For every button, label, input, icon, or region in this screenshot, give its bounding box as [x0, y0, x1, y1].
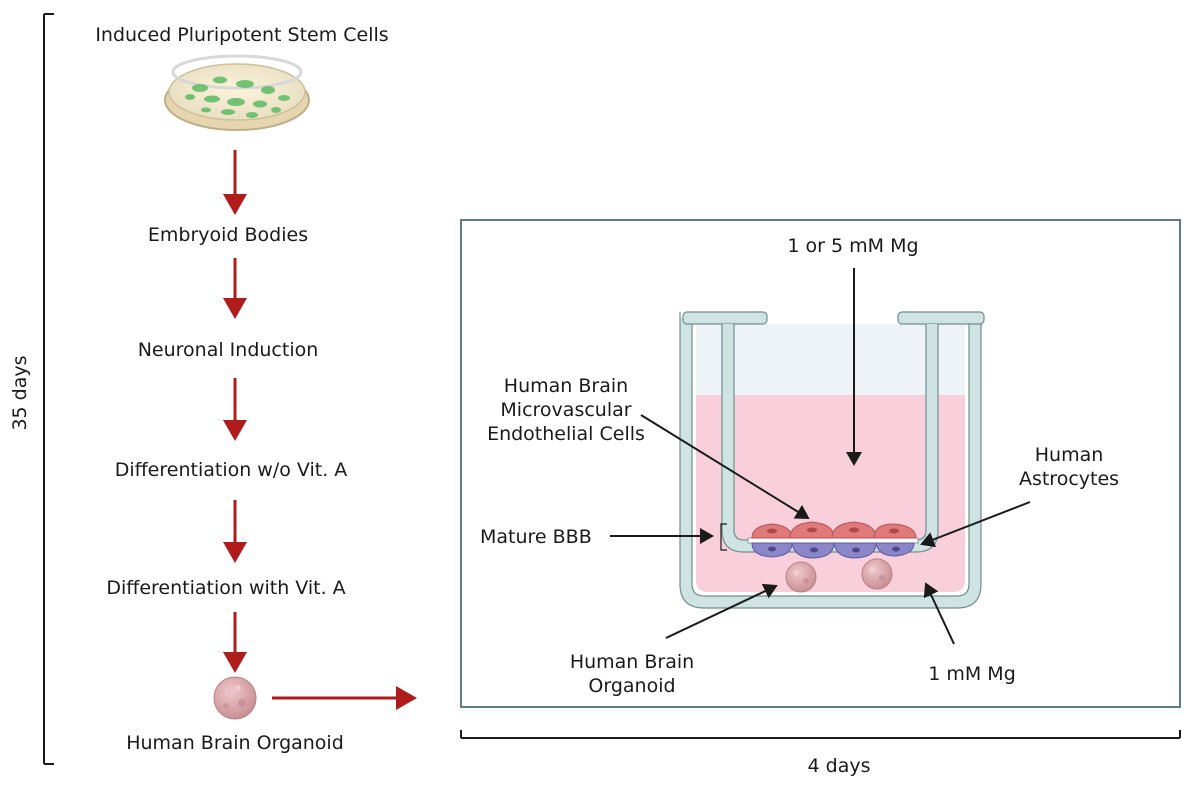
bottom-timeline-bracket [460, 730, 1181, 739]
step-label-neuronal-induction: Neuronal Induction [137, 339, 319, 361]
timeline-left-label: 35 days [9, 355, 31, 431]
label-top-media: 1 or 5 mM Mg [787, 235, 919, 257]
step-label-diff-without-vita: Differentiation w/o Vit. A [114, 459, 348, 481]
timeline-bottom-label: 4 days [807, 755, 871, 777]
arrow-astrocytes [920, 501, 1031, 548]
step-label-diff-with-vita: Differentiation with Vit. A [106, 577, 346, 599]
left-timeline-bracket [43, 13, 54, 765]
step-label-organoid: Human Brain Organoid [126, 732, 344, 754]
organoid-icon [213, 676, 257, 720]
well-organoid-icons [785, 558, 893, 593]
step-label-ipsc: Induced Pluripotent Stem Cells [95, 24, 389, 46]
process-arrows [223, 150, 417, 710]
bbb-membrane [747, 521, 919, 559]
arrow-bottom-media [923, 582, 955, 645]
label-human-brain-organoid: Human Brain Organoid [569, 651, 695, 697]
step-label-embryoid-bodies: Embryoid Bodies [147, 224, 309, 246]
label-mature-bbb: Mature BBB [480, 526, 592, 548]
arrow-organoid [665, 583, 778, 639]
label-astrocytes: Human Astrocytes [1018, 444, 1120, 490]
arrow-endothelial [640, 414, 810, 520]
label-endothelial-cells: Human Brain Microvascular Endothelial Ce… [487, 375, 645, 445]
annotation-arrows [610, 268, 1031, 645]
petri-dish-icon [164, 54, 310, 131]
label-bottom-media: 1 mM Mg [928, 663, 1016, 685]
bbb-bracket [720, 523, 727, 551]
